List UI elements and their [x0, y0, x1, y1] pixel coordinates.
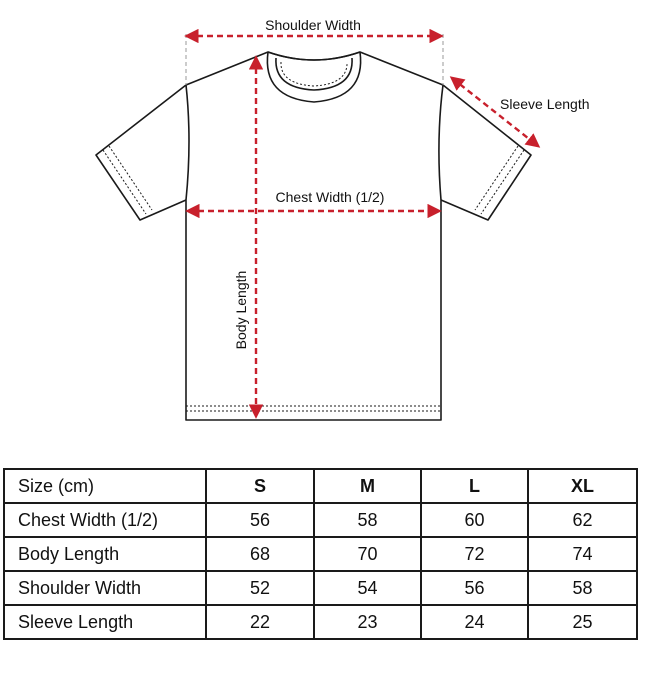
chest-width-label-bg	[262, 186, 398, 206]
sleeve-length-arrow	[449, 76, 541, 148]
collar-outer	[266, 51, 362, 103]
table-row: Shoulder Width 52 54 56 58	[3, 570, 638, 606]
left-cuff-stitch-1	[102, 149, 147, 215]
row-label: Body Length	[3, 536, 207, 572]
collar-neckline	[267, 51, 361, 61]
sleeve-length-label: Sleeve Length	[500, 96, 590, 112]
right-cuff-stitch-1	[480, 149, 525, 215]
collar-stitch	[280, 61, 348, 87]
table-cell: 70	[313, 536, 422, 572]
table-cell: 56	[205, 502, 315, 538]
size-chart-table: Size (cm) S M L XL Chest Width (1/2) 56 …	[3, 468, 638, 640]
tshirt-outline	[95, 51, 532, 421]
table-cell: 72	[420, 536, 529, 572]
size-header-m: M	[313, 468, 422, 504]
table-row: Chest Width (1/2) 56 58 60 62	[3, 502, 638, 538]
table-cell: 54	[313, 570, 422, 606]
table-cell: 23	[313, 604, 422, 640]
table-cell: 74	[527, 536, 638, 572]
measurement-lines	[184, 28, 541, 419]
row-label: Chest Width (1/2)	[3, 502, 207, 538]
table-cell: 58	[527, 570, 638, 606]
body-length-label: Body Length	[233, 271, 249, 350]
size-header-l: L	[420, 468, 529, 504]
table-row: Sleeve Length 22 23 24 25	[3, 604, 638, 640]
shoulder-width-label: Shoulder Width	[265, 17, 361, 33]
left-sleeve-outline	[95, 84, 187, 221]
table-cell: 52	[205, 570, 315, 606]
tshirt-stitching	[102, 61, 525, 412]
table-cell: 22	[205, 604, 315, 640]
table-cell: 56	[420, 570, 529, 606]
table-cell: 62	[527, 502, 638, 538]
row-label: Sleeve Length	[3, 604, 207, 640]
collar-inner	[275, 57, 353, 91]
row-label: Shoulder Width	[3, 570, 207, 606]
table-row: Body Length 68 70 72 74	[3, 536, 638, 572]
table-cell: 24	[420, 604, 529, 640]
size-header-xl: XL	[527, 468, 638, 504]
tshirt-measurement-diagram: Shoulder Width Sleeve Length Chest Width…	[95, 17, 590, 421]
chest-width-label: Chest Width (1/2)	[276, 189, 385, 205]
size-header-row: Size (cm) S M L XL	[3, 468, 638, 504]
size-unit-header: Size (cm)	[3, 468, 207, 504]
table-cell: 58	[313, 502, 422, 538]
tshirt-body-outline	[185, 51, 444, 421]
table-cell: 68	[205, 536, 315, 572]
right-cuff-stitch-2	[474, 145, 519, 211]
left-cuff-stitch-2	[108, 145, 153, 211]
table-cell: 25	[527, 604, 638, 640]
table-cell: 60	[420, 502, 529, 538]
size-header-s: S	[205, 468, 315, 504]
